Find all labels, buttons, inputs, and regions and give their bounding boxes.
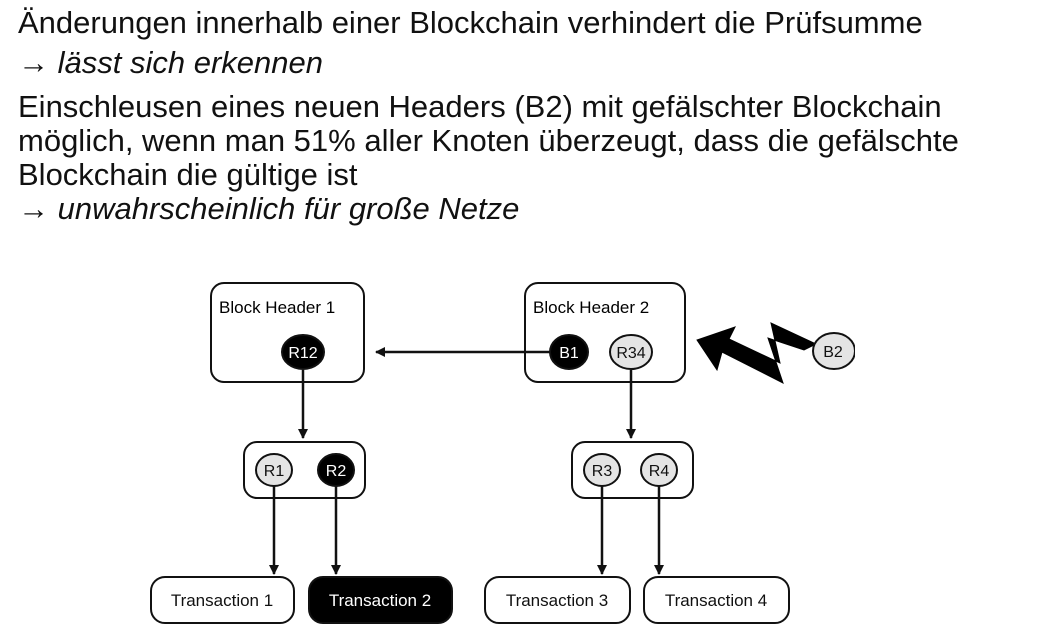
transaction-2: Transaction 2	[308, 576, 453, 624]
block-header-2: Block Header 2 B1 R34	[524, 282, 686, 383]
transaction-1: Transaction 1	[150, 576, 295, 624]
r2-label: R2	[326, 463, 347, 480]
r12-label: R12	[288, 345, 317, 362]
r34-label: R34	[616, 345, 645, 362]
transaction-3: Transaction 3	[484, 576, 631, 624]
transaction-4-label: Transaction 4	[665, 591, 767, 610]
block-header-1-label: Block Header 1	[219, 298, 335, 317]
transaction-4: Transaction 4	[643, 576, 790, 624]
statement-checksum: Änderungen innerhalb einer Blockchain ve…	[18, 5, 923, 40]
b2-attacker: B2	[812, 325, 875, 377]
conclusion-unlikely: → unwahrscheinlich für große Netze	[18, 191, 520, 226]
right-pair-box: R3 R4	[571, 441, 694, 499]
text-block: Änderungen innerhalb einer Blockchain ve…	[18, 0, 1048, 226]
block-header-2-label: Block Header 2	[533, 298, 649, 317]
r34-node	[609, 334, 653, 370]
conclusion-detectable: → lässt sich erkennen	[18, 45, 323, 80]
transaction-3-label: Transaction 3	[506, 591, 608, 610]
lightning-bolt-icon	[696, 322, 818, 384]
block-header-1: Block Header 1 R12	[210, 282, 365, 383]
transaction-2-label: Transaction 2	[329, 591, 431, 610]
r4-label: R4	[649, 463, 670, 480]
r3-label: R3	[592, 463, 613, 480]
b1-label: B1	[559, 345, 579, 362]
r1-label: R1	[264, 463, 285, 480]
b2-label: B2	[823, 344, 843, 361]
r12-node	[281, 334, 325, 370]
transaction-1-label: Transaction 1	[171, 591, 273, 610]
left-pair-box: R1 R2	[243, 441, 366, 499]
statement-51-percent: Einschleusen eines neuen Headers (B2) mi…	[18, 89, 959, 192]
